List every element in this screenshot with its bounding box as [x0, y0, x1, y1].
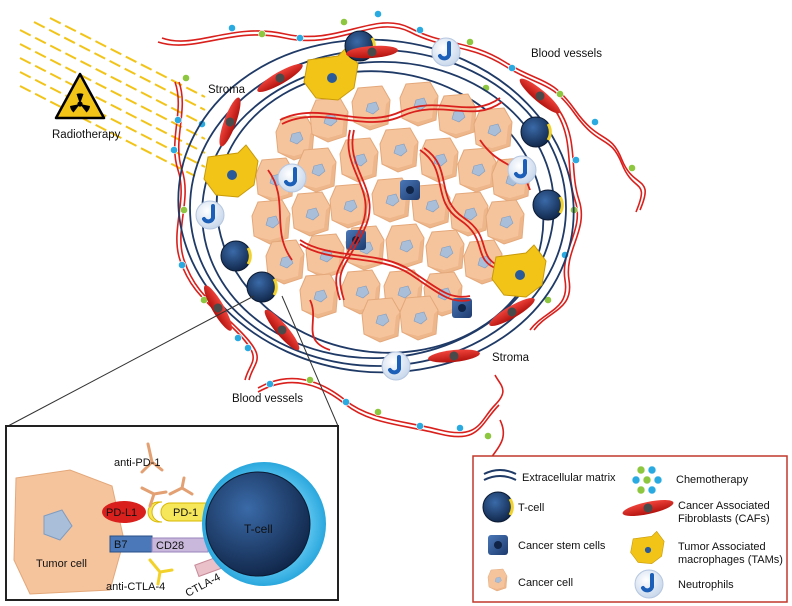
blood-vessels-label-top: Blood vessels	[531, 48, 602, 60]
legend-cafs-label-2: Fibroblasts (CAFs)	[678, 513, 770, 525]
legend-stem-cell-icon	[488, 535, 508, 555]
radiotherapy-label: Radiotherapy	[52, 129, 121, 141]
tumor-core	[251, 81, 531, 343]
blood-vessels-outer	[157, 22, 646, 461]
zoom-lines	[7, 295, 339, 427]
legend-stem-cells-label: Cancer stem cells	[518, 540, 606, 552]
tumor-vessels	[267, 97, 531, 351]
legend-cancer-cell-icon	[487, 568, 508, 592]
tumor-cell-label: Tumor cell	[36, 558, 87, 570]
anti-pd-1-antibody-icon	[140, 442, 194, 508]
inset-tumor-cell	[13, 469, 125, 595]
legend-t-cell-icon	[481, 490, 515, 524]
legend-tams-label-2: macrophages (TAMs)	[678, 554, 783, 566]
legend-t-cell-label: T-cell	[518, 502, 544, 514]
cd28-label: CD28	[156, 540, 184, 552]
anti-pd-1-label: anti-PD-1	[114, 457, 160, 469]
pd-1-receptor	[160, 502, 215, 522]
anti-ctla-4-label: anti-CTLA-4	[106, 581, 165, 593]
t-cell-inset-label: T-cell	[244, 522, 273, 536]
pd-l1-receptor	[102, 501, 146, 523]
legend-chemotherapy-label: Chemotherapy	[676, 474, 749, 486]
b7-label: B7	[114, 539, 127, 551]
checkpoint-inset: Tumor cell PD-L1 PD-1 anti-PD-1 B7 CD28 …	[5, 425, 339, 601]
legend-extracellular-matrix-icon	[483, 469, 517, 481]
blood-vessels-label-bottom: Blood vessels	[232, 393, 303, 405]
legend-tams-label-1: Tumor Associated	[678, 541, 766, 553]
pd-1-label: PD-1	[173, 507, 198, 519]
legend-neutrophil-icon	[633, 568, 665, 600]
legend-extracellular-matrix-label: Extracellular matrix	[522, 472, 616, 484]
inset-t-cell	[202, 462, 326, 586]
stroma-label-bottom: Stroma	[492, 352, 530, 364]
legend: Extracellular matrix Chemotherapy T-cell…	[472, 455, 788, 603]
pd-1-cup	[147, 501, 163, 523]
legend-cafs-label-1: Cancer Associated	[678, 500, 770, 512]
stroma-label-top: Stroma	[208, 84, 246, 96]
legend-cancer-cell-label: Cancer cell	[518, 577, 573, 589]
pd-l1-label: PD-L1	[106, 507, 137, 519]
radiation-hazard-icon	[54, 72, 106, 120]
legend-chemotherapy-icon	[631, 465, 663, 495]
legend-neutrophils-label: Neutrophils	[678, 579, 734, 591]
anti-ctla-4-antibody-icon	[148, 558, 174, 586]
